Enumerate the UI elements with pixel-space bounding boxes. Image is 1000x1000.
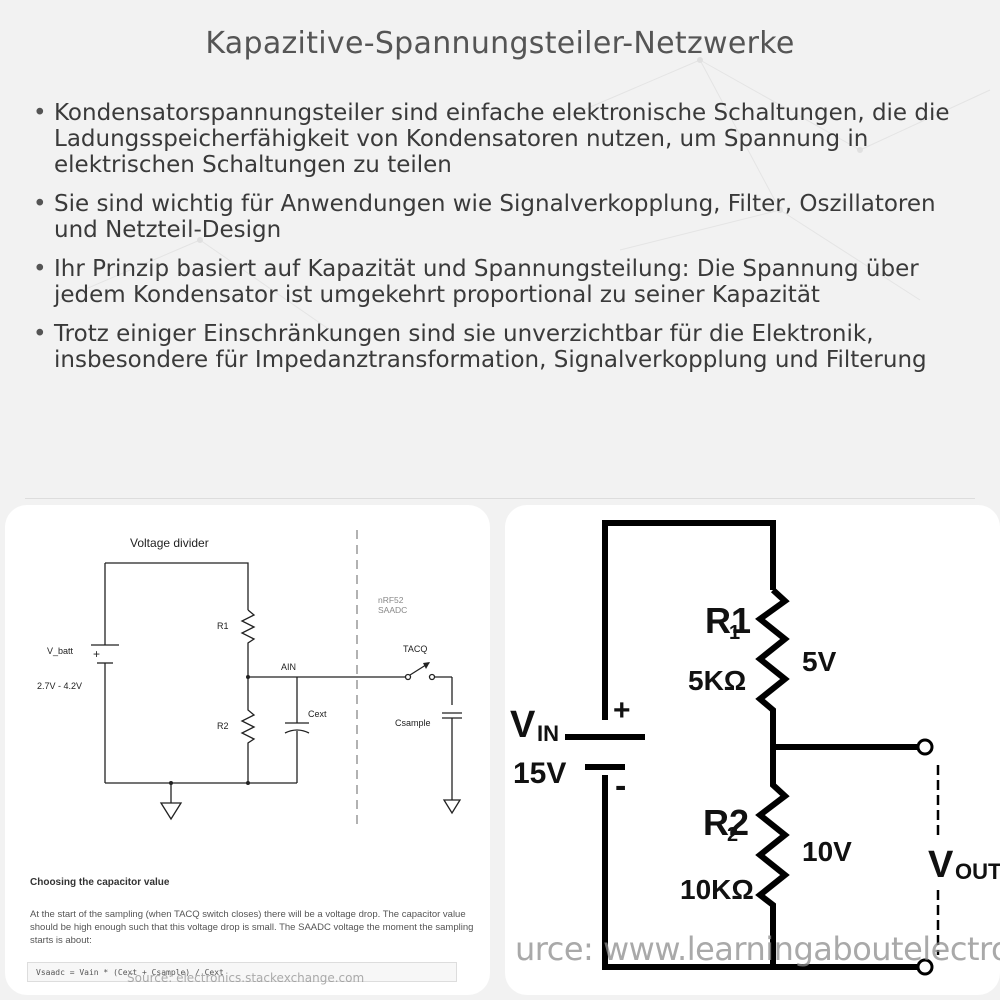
label-v1: 5V <box>802 646 837 677</box>
label-vin-value: 15V <box>513 757 566 790</box>
label-battery-minus: - <box>615 767 626 805</box>
image-source-caption: Source: electronics.stackexchange.com <box>127 971 365 985</box>
label-csample: Csample <box>395 718 431 728</box>
label-cext: Cext <box>308 709 327 719</box>
diagram-title: Voltage divider <box>130 536 209 550</box>
bullet-item: Trotz einiger Einschränkungen sind sie u… <box>30 321 980 373</box>
left-circuit-image: Voltage divider V_batt + 2.7V - 4.2V R1 … <box>5 505 490 995</box>
label-r2: R2 <box>217 721 229 731</box>
section-heading: Choosing the capacitor value <box>30 877 170 888</box>
label-ain: AIN <box>281 662 296 672</box>
label-r1-subscript: 1 <box>729 622 740 644</box>
bullet-item: Kondensatorspannungsteiler sind einfache… <box>30 100 980 178</box>
label-vout: V <box>928 844 954 886</box>
label-voltage-range: 2.7V - 4.2V <box>37 681 82 691</box>
label-r1-value: 5KΩ <box>688 665 746 696</box>
label-v2: 10V <box>802 836 852 867</box>
label-battery-plus: + <box>613 694 631 727</box>
label-r1: R1 <box>705 600 751 641</box>
bullet-item: Sie sind wichtig für Anwendungen wie Sig… <box>30 191 980 243</box>
image-source-caption: urce: www.learningaboutelectronics.co <box>515 930 1000 968</box>
bullet-item: Ihr Prinzip basiert auf Kapazität und Sp… <box>30 256 980 308</box>
label-tacq: TACQ <box>403 644 427 654</box>
bullet-list: Kondensatorspannungsteiler sind einfache… <box>30 100 980 386</box>
page-title: Kapazitive-Spannungsteiler-Netzwerke <box>205 26 795 61</box>
label-plus: + <box>93 647 100 661</box>
formula-box: Vsaadc = Vain * (Cext + Csample) / Cext <box>27 962 457 982</box>
label-r2-subscript: 2 <box>727 824 738 846</box>
right-circuit-image: R1 1 5KΩ 5V R2 2 10KΩ 10V V IN 15V V OUT… <box>505 505 1000 995</box>
label-nrf52: nRF52 <box>378 595 404 605</box>
section-paragraph: At the start of the sampling (when TACQ … <box>30 909 474 946</box>
section-divider <box>25 498 975 499</box>
label-vin-subscript: IN <box>537 721 559 746</box>
label-vout-subscript: OUT <box>955 859 1000 884</box>
voltage-divider-schematic: Voltage divider V_batt + 2.7V - 4.2V R1 … <box>37 530 462 830</box>
label-r2-value: 10KΩ <box>680 874 754 905</box>
label-vin: V <box>510 704 536 746</box>
label-r2: R2 <box>703 802 749 843</box>
resistor-divider-schematic: R1 1 5KΩ 5V R2 2 10KΩ 10V V IN 15V V OUT… <box>510 520 1000 976</box>
label-vbatt: V_batt <box>47 646 74 656</box>
label-r1: R1 <box>217 621 229 631</box>
label-saadc: SAADC <box>378 605 407 615</box>
